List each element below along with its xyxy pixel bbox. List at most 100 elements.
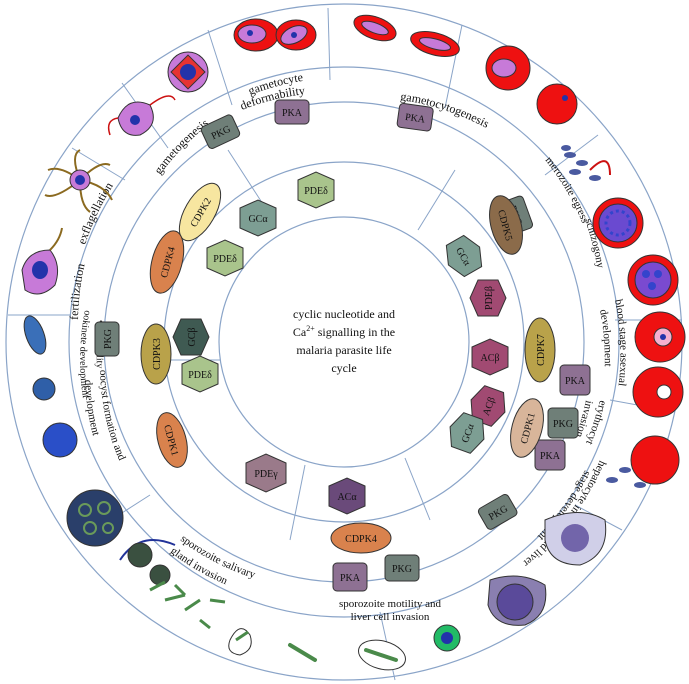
cdpk4-ellipse-gametogenesis: CDPK4 — [149, 230, 185, 294]
svg-text:PDEγ: PDEγ — [254, 469, 278, 480]
divider — [71, 147, 126, 181]
divider — [207, 29, 233, 106]
svg-text:CDPK4: CDPK4 — [345, 534, 377, 545]
gametocyte-crescent-2 — [275, 19, 317, 51]
gc-alpha-hex-right: GCα — [445, 234, 483, 278]
svg-text:ACβ: ACβ — [481, 353, 500, 364]
divider — [444, 24, 463, 109]
divider-inner — [289, 464, 306, 541]
cdpk7-ellipse: CDPK7 — [524, 317, 556, 383]
cdpk1-ellipse: CDPK1 — [510, 398, 544, 458]
ookinete-cell — [23, 315, 47, 355]
cdpk3-ellipse: CDPK3 — [140, 323, 172, 385]
stage-ring — [68, 66, 620, 618]
sporozoite-free — [288, 643, 317, 662]
center-line-1: cyclic nucleotide and — [293, 307, 395, 321]
pkg-box-sporozoite: PKG — [384, 554, 420, 582]
gc-alpha-hex-top: GCα — [239, 199, 277, 237]
gametocyte-crescent-1 — [233, 18, 279, 52]
zygote-cell — [21, 227, 63, 295]
enzyme-hexagons: PDEδ GCα PDEδ GCα PDEβ ACβ ACβ GCα — [172, 171, 509, 515]
svg-text:PKA: PKA — [340, 573, 361, 584]
gametocyte-crescent-3 — [353, 14, 397, 42]
svg-text:CDPK3: CDPK3 — [152, 338, 163, 370]
cdpk1-ellipse-oocyst: CDPK1 — [156, 412, 188, 468]
label-oocyst-1: oocyst formation and — [97, 370, 128, 463]
pkg-box-gametogenesis: PKG — [200, 114, 241, 149]
cdpk5-ellipse: CDPK5 — [489, 195, 523, 255]
pde-beta-hex: PDEβ — [469, 279, 507, 317]
svg-text:PKG: PKG — [553, 419, 573, 430]
early-oocyst — [32, 377, 56, 401]
pde-gamma-hex: PDEγ — [245, 453, 287, 493]
svg-text:PDEδ: PDEδ — [188, 370, 212, 381]
svg-text:PKA: PKA — [565, 376, 586, 387]
rbc-schizont — [627, 254, 679, 306]
label-sporozoite-motility-2: liver cell invasion — [351, 611, 430, 623]
svg-text:CDPK7: CDPK7 — [536, 334, 547, 366]
ac-beta-hex-2: ACβ — [470, 385, 506, 427]
pkg-box-liver: PKG — [477, 493, 518, 530]
svg-text:PKA: PKA — [282, 108, 303, 119]
divider-inner — [417, 169, 456, 231]
liver-stage-cell — [433, 624, 461, 652]
gametocyte-crescent-4 — [410, 31, 460, 57]
cdpk2-ellipse: CDPK2 — [178, 182, 222, 242]
rbc-trophozoite — [634, 311, 686, 363]
pkg-box-ookinete: PKG — [94, 321, 120, 357]
gamete-cell — [167, 51, 209, 93]
center-line-2: Ca2+ signalling in the — [293, 324, 395, 339]
rbc-segmenter — [592, 197, 644, 249]
gc-alpha-hex-bottom-right: GCα — [449, 412, 485, 454]
divider — [327, 7, 331, 81]
rbc-ring-1 — [632, 366, 684, 418]
pka-box-blood: PKA — [559, 364, 591, 396]
mature-oocyst — [66, 489, 124, 547]
merozoite-egress-cell — [561, 145, 611, 181]
ac-alpha-hex: ACα — [328, 477, 366, 515]
svg-text:GCα: GCα — [248, 214, 268, 225]
svg-text:PDEβ: PDEβ — [484, 286, 495, 310]
sporozoite-in-vacuole — [358, 639, 406, 671]
svg-text:GCβ: GCβ — [187, 328, 198, 347]
center-ring — [218, 216, 470, 468]
exflagellation-cell — [44, 149, 113, 213]
merosome — [544, 512, 607, 566]
liver-schizont — [487, 575, 547, 626]
ac-beta-hex-1: ACβ — [471, 338, 509, 376]
kinase-ring-inner — [163, 161, 525, 523]
svg-text:PKA: PKA — [540, 451, 561, 462]
label-blood-stage-1: blood stage asexual — [612, 298, 629, 387]
pka-box-invasion: PKA — [534, 439, 566, 471]
oocyst-developing — [42, 422, 78, 458]
pka-box-gametocytogenesis: PKA — [396, 103, 434, 132]
pde-delta-hex-top: PDEδ — [297, 171, 335, 209]
rbc-ring-stage-top — [536, 83, 578, 125]
svg-text:ACα: ACα — [337, 492, 357, 503]
sporozoite-vessel — [228, 628, 252, 656]
pka-box-top: PKA — [274, 99, 310, 125]
svg-text:PKA: PKA — [404, 112, 426, 126]
cell-illustrations — [21, 14, 686, 671]
center-line-4: cycle — [331, 361, 356, 375]
pde-delta-hex-left: PDEδ — [206, 239, 244, 277]
label-blood-stage-2: development — [597, 308, 614, 366]
gc-beta-hex: GCβ — [172, 318, 210, 356]
svg-text:PDEδ: PDEδ — [213, 254, 237, 265]
divider-inner — [404, 457, 431, 521]
pde-delta-hex-ookinete: PDEδ — [181, 355, 219, 393]
svg-text:PDEδ: PDEδ — [304, 186, 328, 197]
gametocyte-round — [485, 45, 531, 91]
center-title: cyclic nucleotide and Ca2+ signalling in… — [293, 307, 395, 375]
svg-text:PKG: PKG — [103, 329, 114, 349]
center-line-3: malaria parasite life — [296, 343, 391, 357]
label-gametogenesis: gametogenesis — [151, 116, 211, 177]
svg-text:PKG: PKG — [392, 564, 412, 575]
activated-gamete-cell — [107, 95, 176, 136]
pkg-box-invasion: PKG — [547, 407, 579, 439]
label-sporozoite-motility-1: sporozoite motility and — [339, 598, 442, 610]
cdpk4-ellipse-sporozoite: CDPK4 — [330, 522, 392, 554]
cdpk-ellipses: CDPK2 CDPK4 CDPK3 CDPK1 CDPK5 CDPK7 CDPK… — [140, 182, 556, 554]
pka-box-sporozoite: PKA — [332, 562, 368, 592]
